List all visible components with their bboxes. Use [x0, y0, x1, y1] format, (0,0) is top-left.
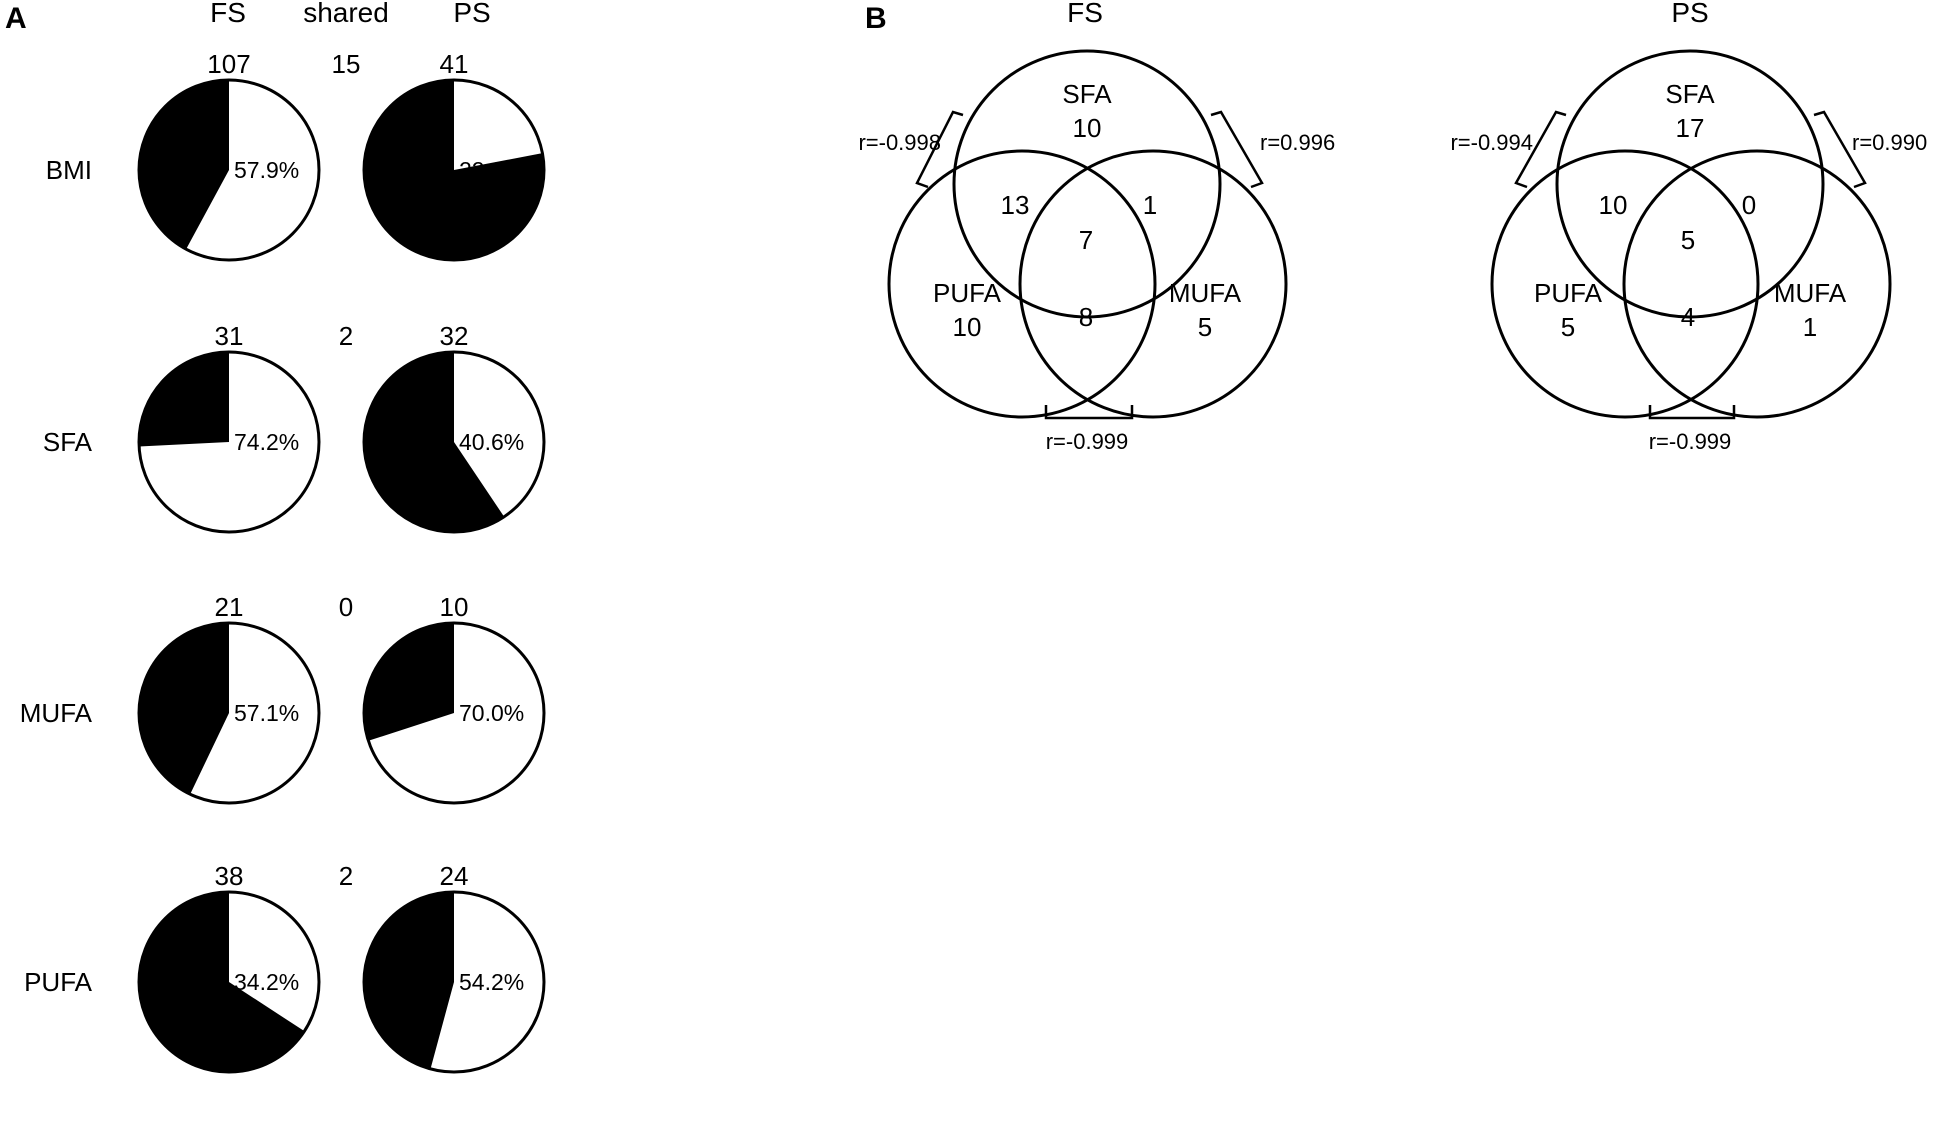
pie-ps-pufa-percent-label: 54.2% [459, 969, 524, 995]
venn-fs-title: FS [1067, 0, 1103, 28]
venn-fs-sfa-value: 10 [1073, 113, 1102, 143]
pie-fs-mufa: 57.1% [137, 621, 321, 805]
pie-fs-sfa-percent-label: 74.2% [234, 429, 299, 455]
venn-fs-r-sfa-pufa: r=-0.998 [858, 130, 941, 155]
shared-count-mufa: 0 [339, 592, 353, 622]
pie-fs-pufa-outline [137, 890, 321, 1074]
venn-ps-r-pufa-mufa: r=-0.999 [1649, 429, 1732, 454]
pie-ps-sfa-percent-label: 40.6% [459, 429, 524, 455]
venn-fs-pufa-value: 10 [953, 312, 982, 342]
pie-ps-bmi: 22.0% [362, 78, 546, 262]
venn-fs-r-pufa-mufa: r=-0.999 [1046, 429, 1129, 454]
pie-fs-pufa-slice [229, 892, 320, 1032]
pie-ps-bmi-percent-label: 22.0% [459, 157, 524, 183]
venn-fs: FS SFA 10 PUFA 10 MUFA 5 13 1 7 8 r=-0.9… [858, 0, 1335, 454]
venn-ps: PS SFA 17 PUFA 5 MUFA 1 10 0 5 4 r=-0.99… [1450, 0, 1927, 454]
venn-ps-pufa-label: PUFA [1534, 278, 1603, 308]
ps-count-bmi: 41 [440, 49, 469, 79]
pie-ps-pufa-slice [430, 892, 545, 1072]
venn-ps-bracket-sfa-mufa [1813, 110, 1867, 189]
venn-fs-mufa-label: MUFA [1169, 278, 1242, 308]
pie-fs-bmi-slice [186, 80, 319, 260]
pie-ps-mufa-outline [362, 621, 546, 805]
venn-fs-circle-mufa [1018, 149, 1288, 419]
pie-fs-bmi-outline [137, 78, 321, 262]
venn-fs-sfa-mufa: 1 [1143, 190, 1157, 220]
fs-count-sfa: 31 [215, 321, 244, 351]
shared-count-sfa: 2 [339, 321, 353, 351]
venn-ps-circle-sfa [1555, 49, 1825, 319]
header-fs: FS [210, 0, 246, 28]
panel-b-letter: B [865, 2, 887, 35]
pie-ps-mufa-percent-label: 70.0% [459, 700, 524, 726]
venn-ps-pufa-value: 5 [1561, 312, 1575, 342]
pie-fs-mufa-slice [190, 623, 320, 803]
venn-ps-sfa-value: 17 [1676, 113, 1705, 143]
venn-ps-sfa-label: SFA [1665, 79, 1715, 109]
pie-ps-bmi-outline [362, 78, 546, 262]
row-label-sfa: SFA [43, 427, 93, 457]
pie-ps-mufa: 70.0% [362, 621, 546, 805]
venn-fs-r-sfa-mufa: r=0.996 [1260, 130, 1335, 155]
venn-ps-mufa-label: MUFA [1774, 278, 1847, 308]
venn-ps-r-sfa-mufa: r=0.990 [1852, 130, 1927, 155]
header-shared: shared [303, 0, 389, 28]
pie-ps-pufa: 54.2% [362, 890, 546, 1074]
venn-fs-circle-sfa [952, 49, 1222, 319]
pie-fs-bmi-percent-label: 57.9% [234, 157, 299, 183]
venn-fs-mufa-value: 5 [1198, 312, 1212, 342]
venn-fs-bracket-sfa-pufa [915, 110, 964, 189]
venn-ps-bracket-sfa-pufa [1514, 110, 1567, 189]
venn-ps-circle-pufa [1490, 149, 1760, 419]
venn-ps-all: 5 [1681, 225, 1695, 255]
pie-ps-sfa-outline [362, 350, 546, 534]
header-ps: PS [453, 0, 490, 28]
venn-fs-bracket-pufa-mufa [1044, 405, 1134, 420]
pie-fs-pufa: 34.2% [137, 890, 321, 1074]
venn-ps-r-sfa-pufa: r=-0.994 [1450, 130, 1533, 155]
ps-count-pufa: 24 [440, 861, 469, 891]
fs-count-pufa: 38 [215, 861, 244, 891]
venn-ps-bracket-pufa-mufa [1648, 405, 1736, 420]
fs-count-bmi: 107 [207, 49, 250, 79]
row-label-mufa: MUFA [20, 698, 93, 728]
venn-ps-pufa-mufa: 4 [1681, 302, 1695, 332]
fs-count-mufa: 21 [215, 592, 244, 622]
panel-a-letter: A [5, 2, 27, 35]
pie-ps-sfa: 40.6% [362, 350, 546, 534]
row-label-pufa: PUFA [24, 967, 93, 997]
venn-fs-pufa-label: PUFA [933, 278, 1002, 308]
pie-fs-mufa-percent-label: 57.1% [234, 700, 299, 726]
venn-fs-pufa-mufa: 8 [1079, 302, 1093, 332]
pie-fs-sfa-slice [139, 352, 319, 532]
venn-ps-mufa-value: 1 [1803, 312, 1817, 342]
pie-fs-mufa-outline [137, 621, 321, 805]
pie-ps-pufa-outline [362, 890, 546, 1074]
pie-fs-sfa-outline [137, 350, 321, 534]
pie-fs-pufa-percent-label: 34.2% [234, 969, 299, 995]
venn-ps-circle-mufa [1622, 149, 1892, 419]
pie-fs-bmi: 57.9% [137, 78, 321, 262]
venn-fs-circle-pufa [887, 149, 1157, 419]
venn-fs-sfa-label: SFA [1062, 79, 1112, 109]
pie-fs-sfa: 74.2% [137, 350, 321, 534]
pie-ps-sfa-slice [454, 352, 544, 517]
shared-count-bmi: 15 [332, 49, 361, 79]
row-label-bmi: BMI [46, 155, 92, 185]
venn-ps-title: PS [1671, 0, 1708, 28]
pie-ps-mufa-slice [368, 623, 544, 803]
venn-ps-sfa-pufa: 10 [1599, 190, 1628, 220]
ps-count-sfa: 32 [440, 321, 469, 351]
venn-fs-sfa-pufa: 13 [1001, 190, 1030, 220]
venn-fs-bracket-sfa-mufa [1210, 110, 1264, 189]
venn-ps-sfa-mufa: 0 [1742, 190, 1756, 220]
shared-count-pufa: 2 [339, 861, 353, 891]
ps-count-mufa: 10 [440, 592, 469, 622]
venn-fs-all: 7 [1079, 225, 1093, 255]
pie-ps-bmi-slice [454, 80, 543, 170]
